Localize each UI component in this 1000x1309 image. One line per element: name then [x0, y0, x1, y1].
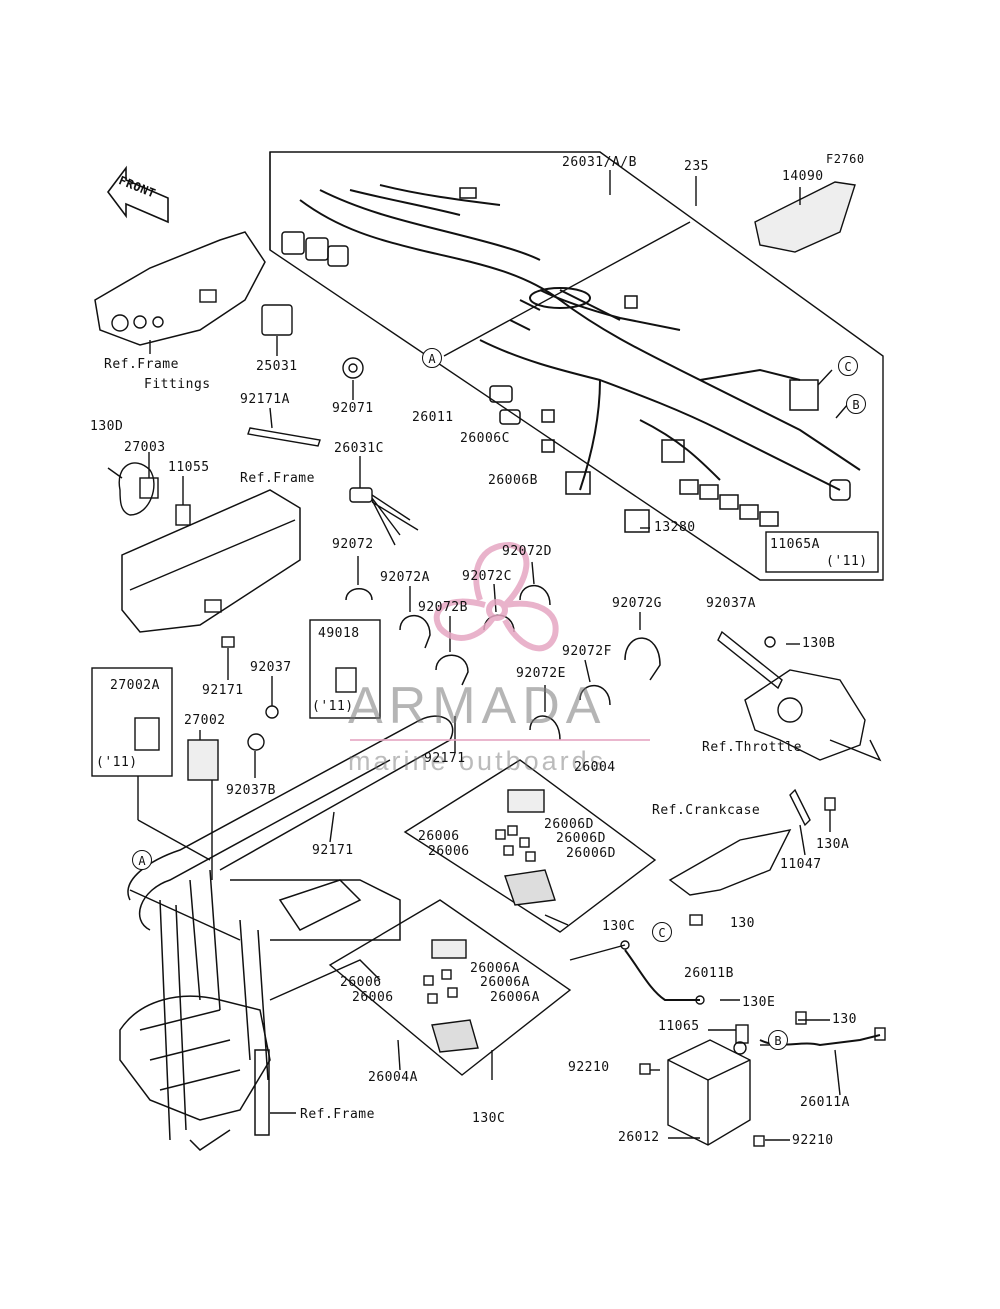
part-label: 26011B: [684, 966, 734, 981]
part-label: 92171: [312, 843, 354, 858]
part-label: ('11): [96, 755, 138, 770]
watermark-propeller-icon: [433, 541, 559, 652]
callout-c-cable: C: [652, 922, 672, 942]
part-label: 26006D: [544, 817, 594, 832]
part-label: 92072D: [502, 544, 552, 559]
part-label: 13280: [654, 520, 696, 535]
part-label: 26012: [618, 1130, 660, 1145]
frame-fittings-icon: [94, 231, 266, 346]
part-label: 26011: [412, 410, 454, 425]
ref-throttle: Ref.Throttle: [702, 740, 802, 755]
part-label: 130: [730, 916, 755, 931]
watermark-subtitle: marine outboards: [348, 746, 607, 776]
part-label: 92072: [332, 537, 374, 552]
part-label: 92037: [250, 660, 292, 675]
part-label: ('11): [826, 554, 868, 569]
callout-a-top: A: [422, 348, 442, 368]
part-label: 26031/A/B: [562, 155, 637, 170]
box-11065a: [765, 531, 879, 573]
part-label: 26006B: [488, 473, 538, 488]
part-label: 26006A: [480, 975, 530, 990]
throttle-body-icon: [744, 669, 866, 761]
ref-frame-fittings-line2: Fittings: [144, 377, 211, 392]
box-26004a: [328, 899, 572, 1076]
ref-crankcase: Ref.Crankcase: [652, 803, 761, 818]
chassis-frame-icon: [119, 715, 454, 1151]
part-label: 92171A: [240, 392, 290, 407]
part-label: 27002: [184, 713, 226, 728]
part-label: 130B: [802, 636, 836, 651]
ref-frame-fittings-line1: Ref.Frame: [104, 357, 179, 372]
part-label: 92037B: [226, 783, 276, 798]
part-label: 11055: [168, 460, 210, 475]
part-label: 92072B: [418, 600, 468, 615]
part-label: 26006: [428, 844, 470, 859]
part-label: 26006D: [556, 831, 606, 846]
part-label: 130D: [90, 419, 124, 434]
horn-icon: [118, 462, 155, 516]
part-label: 26006A: [490, 990, 540, 1005]
connector-icon: [281, 187, 851, 533]
part-label: 49018: [318, 626, 360, 641]
part-label: 26006A: [470, 961, 520, 976]
part-label: 26006: [352, 990, 394, 1005]
part-label: 11065A: [770, 537, 820, 552]
part-label: 26011A: [800, 1095, 850, 1110]
part-label: 92071: [332, 401, 374, 416]
part-label: 130: [832, 1012, 857, 1027]
tag-14090-icon: [754, 181, 856, 253]
part-label: 130C: [602, 919, 636, 934]
part-label: 14090: [782, 169, 824, 184]
part-label: 92171: [202, 683, 244, 698]
box-49018: [309, 619, 381, 719]
part-label: 27002A: [110, 678, 160, 693]
watermark-title: ARMADA: [348, 677, 607, 735]
part-label: 92072F: [562, 644, 612, 659]
part-label: ('11): [312, 699, 354, 714]
wire-harness-icon: [299, 184, 861, 491]
box-26004: [403, 759, 657, 933]
part-label: 92072G: [612, 596, 662, 611]
grommet-icon: [342, 357, 364, 379]
battery-icon: [667, 1039, 751, 1146]
figure-code: F2760: [826, 152, 865, 166]
callout-b-top: B: [846, 394, 866, 414]
box-27002a: [91, 667, 173, 777]
part-label: 26006C: [460, 431, 510, 446]
part-label: 92171: [424, 751, 466, 766]
front-arrow-icon: [107, 165, 169, 224]
part-label: 26004: [574, 760, 616, 775]
part-label: 130E: [742, 995, 776, 1010]
callout-a-frame: A: [132, 850, 152, 870]
ref-frame: Ref.Frame: [240, 471, 315, 486]
part-label: 92210: [568, 1060, 610, 1075]
part-label: 26031C: [334, 441, 384, 456]
part-label: 235: [684, 159, 709, 174]
part-label: 26004A: [368, 1070, 418, 1085]
callout-c-top: C: [838, 356, 858, 376]
part-label: 11047: [780, 857, 822, 872]
part-label: 25031: [256, 359, 298, 374]
part-label: 130A: [816, 837, 850, 852]
part-label: 27003: [124, 440, 166, 455]
part-label: 92072C: [462, 569, 512, 584]
part-label: 92037A: [706, 596, 756, 611]
part-label: 92210: [792, 1133, 834, 1148]
part-label: 26006D: [566, 846, 616, 861]
frame-left-icon: [121, 489, 301, 633]
crankcase-icon: [668, 829, 792, 896]
part-label: 92072A: [380, 570, 430, 585]
ref-frame-bottom: Ref.Frame: [300, 1107, 375, 1122]
part-label: 26006: [418, 829, 460, 844]
part-label: 92072E: [516, 666, 566, 681]
strap-icon: [247, 427, 321, 447]
part-label: 130C: [472, 1111, 506, 1126]
part-label: 11065: [658, 1019, 700, 1034]
callout-b-cable: B: [768, 1030, 788, 1050]
part-label: 26006: [340, 975, 382, 990]
